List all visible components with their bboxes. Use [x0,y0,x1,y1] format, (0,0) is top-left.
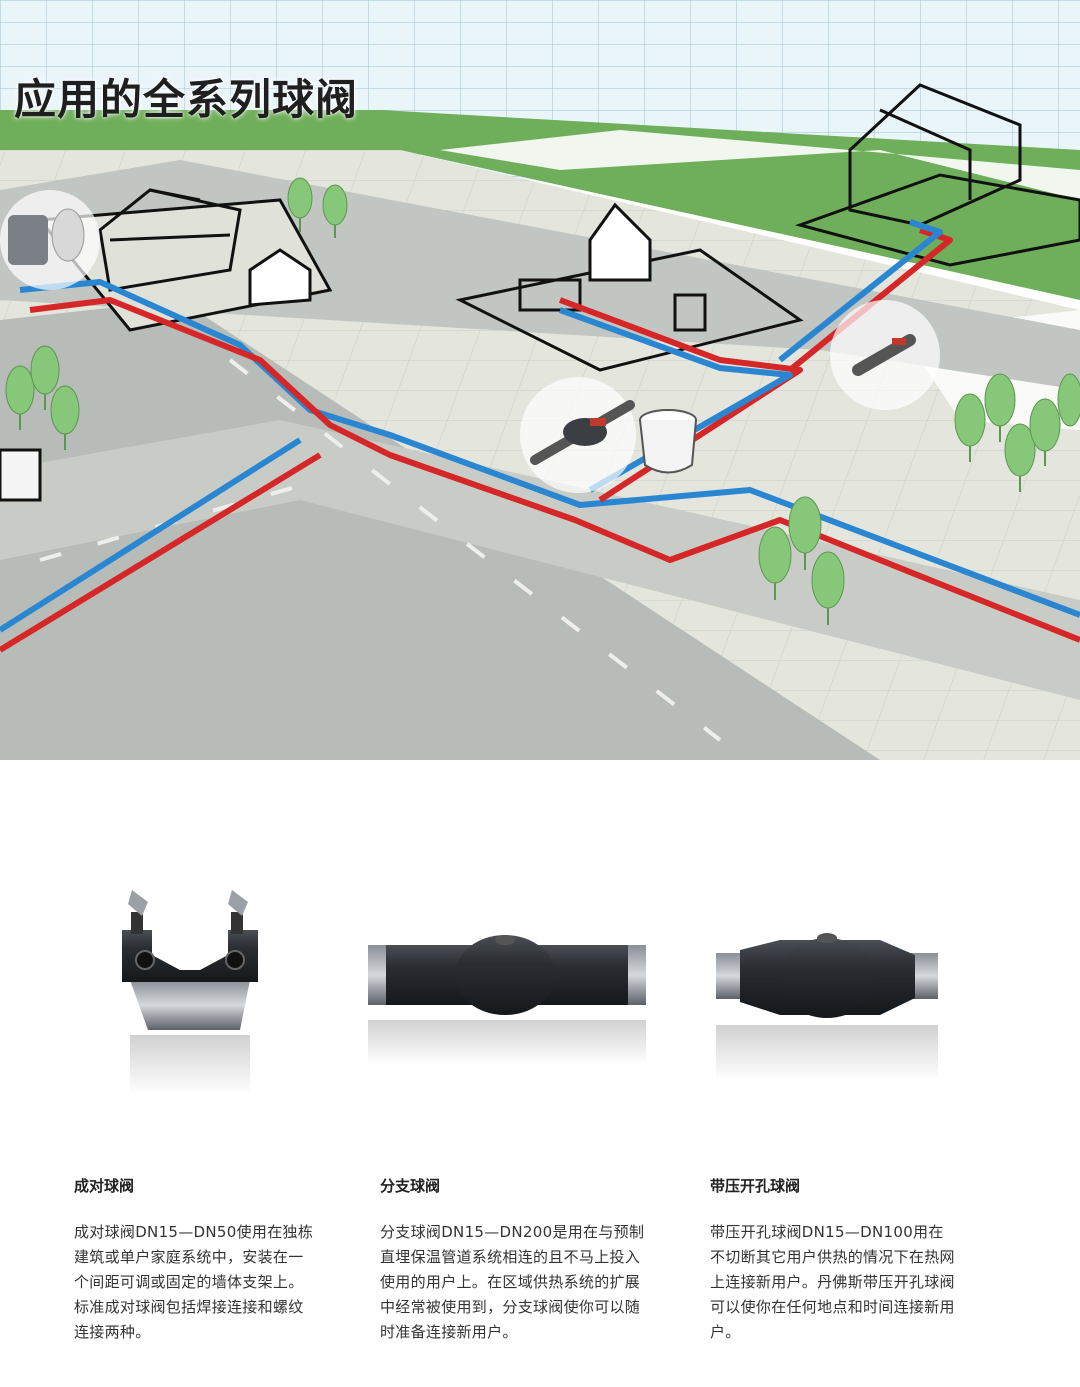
product-images [0,860,1080,1160]
road-cross [0,420,1080,700]
return-pipe [19,279,1080,618]
product-branch-valve: 分支球阀 分支球阀DN15—DN200是用在与预制直埋保温管道系统相连的且不马上… [380,1175,655,1345]
product-description: 分支球阀DN15—DN200是用在与预制直埋保温管道系统相连的且不马上投入使用的… [380,1223,645,1341]
house-right [848,83,1022,227]
supply-pipe [29,297,1080,643]
valve-spot-right [830,300,940,410]
product-name: 分支球阀 [380,1177,441,1195]
house-middle [518,202,707,332]
product-hot-tap-valve: 带压开孔球阀 带压开孔球阀DN15—DN100用在不切断其它用户供热的情况下在热… [710,1175,955,1345]
product-description: 成对球阀DN15—DN50使用在独栋建筑或单户家庭系统中，安装在一个间距可调或固… [74,1223,314,1341]
product-paired-valve: 成对球阀 成对球阀DN15—DN50使用在独栋建筑或单户家庭系统中，安装在一个间… [74,1175,314,1345]
trees [5,177,1080,609]
network-scene [0,0,1080,760]
valve-spot-middle [520,377,636,493]
district-heating-illustration [0,0,1080,760]
hot-tap-ball-valve-icon [716,933,938,1080]
product-name: 成对球阀 [74,1177,135,1195]
product-name: 带压开孔球阀 [710,1177,801,1195]
paired-ball-valve-icon [122,890,258,1095]
branch-ball-valve-icon [368,935,646,1065]
product-description: 带压开孔球阀DN15—DN100用在不切断其它用户供热的情况下在热网上连接新用户… [710,1223,955,1341]
page-title: 应用的全系列球阀 [14,75,359,124]
valve-spot-left [0,190,100,290]
grass-area [0,110,1080,300]
manhole [639,409,697,474]
house-left [98,188,312,307]
